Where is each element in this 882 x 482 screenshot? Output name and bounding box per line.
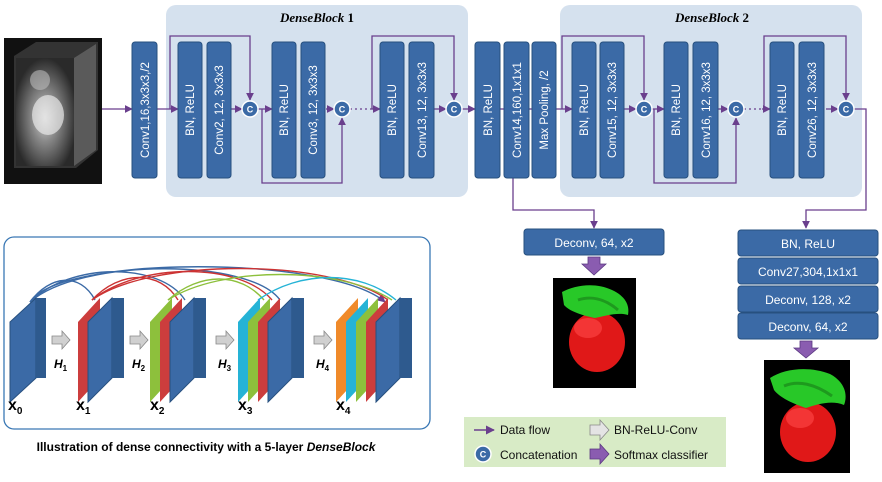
h1-arrow [51,329,71,351]
label-bn-relu-4: BN, ReLU [483,84,495,136]
concat-node-1 [241,100,259,118]
layer-conv14 [503,41,530,179]
legend-softmax-icon [589,442,610,466]
concat-label-2: C [339,105,346,115]
branch1-deconv-box [523,228,665,256]
h3-label: H3 [218,357,232,373]
dense-block-2-title: DenseBlock 2 [674,10,749,25]
branch1-deconv-label: Deconv, 64, x2 [554,236,633,250]
dense-block-1-title: DenseBlock 1 [279,10,354,25]
label-conv1: Conv1,16,3x3x3,/2 [140,62,152,158]
label-bn-relu-7: BN, ReLU [777,84,789,136]
branch2-deconv2-box [737,312,879,340]
layer-bn-relu-3 [379,41,405,179]
concat-label-5: C [733,105,740,115]
layer-conv16 [692,41,719,179]
label-conv26: Conv26, 12, 3x3x3 [807,62,819,158]
x4-label: x4 [336,397,351,417]
layer-conv3 [300,41,326,179]
legend-data-flow-label: Data flow [500,423,550,437]
feature-map-x2 [150,296,206,404]
h3-arrow [215,329,235,351]
softmax-arrow-1 [580,256,608,276]
layer-conv15 [599,41,625,179]
legend-softmax-label: Softmax classifier [614,448,708,462]
layer-conv13 [408,41,435,179]
concat-node-6 [837,100,855,118]
x2-label: x2 [150,397,165,417]
layer-conv1 [131,41,158,179]
concat-node-4 [635,100,653,118]
branch2-conv27-box [737,257,879,285]
branch2-deconv2-label: Deconv, 64, x2 [768,320,847,334]
layer-max-pool [531,41,557,179]
branch2-bn-relu-box [737,229,879,257]
legend-bn-relu-conv-label: BN-ReLU-Conv [614,423,697,437]
label-conv16: Conv16, 12, 3x3x3 [701,62,713,158]
layer-bn-relu-6 [663,41,689,179]
layer-bn-relu-4 [474,41,501,179]
legend-bn-relu-conv-icon [589,418,610,442]
h2-arrow [129,329,149,351]
x0-label: x0 [8,397,23,417]
feature-map-x0 [9,296,46,404]
x3-label: x3 [238,397,253,417]
feature-map-x1 [78,296,124,404]
h2-label: H2 [132,357,146,373]
label-bn-relu-3: BN, ReLU [387,84,399,136]
input-mri-volume [4,38,102,184]
branch2-conv27-label: Conv27,304,1x1x1 [758,265,858,279]
feature-map-x4 [336,296,412,404]
concat-label-3: C [451,105,458,115]
layer-conv2 [206,41,232,179]
h4-label: H4 [316,357,330,373]
layer-bn-relu-1 [177,41,203,179]
branch2-deconv1-box [737,285,879,313]
branch2-bn-relu-label: BN, ReLU [781,237,835,251]
illustration-caption: Illustration of dense connectivity with … [37,440,377,454]
layer-bn-relu-2 [271,41,297,179]
h4-arrow [313,329,333,351]
label-conv2: Conv2, 12, 3x3x3 [214,65,226,155]
output-segmentation-1 [553,278,636,388]
label-bn-relu-6: BN, ReLU [671,84,683,136]
concat-label-1: C [247,105,254,115]
label-conv14: Conv14,160,1x1x1 [512,62,524,158]
concat-label-6: C [843,105,850,115]
legend-concat-icon-label: C [480,450,487,460]
label-conv13: Conv13, 12, 3x3x3 [417,62,429,158]
label-conv15: Conv15, 12, 3x3x3 [607,62,619,158]
legend-concatenation-label: Concatenation [500,448,577,462]
output-segmentation-2 [764,360,850,473]
label-bn-relu-2: BN, ReLU [279,84,291,136]
h1-label: H1 [54,357,68,373]
label-bn-relu-5: BN, ReLU [579,84,591,136]
x1-label: x1 [76,397,91,417]
concat-node-3 [445,100,463,118]
legend-concat-icon [474,445,492,463]
label-conv3: Conv3, 12, 3x3x3 [308,65,320,155]
layer-bn-relu-7 [769,41,795,179]
concat-label-4: C [641,105,648,115]
layer-bn-relu-5 [571,41,597,179]
feature-map-x3 [238,296,304,404]
branch2-deconv1-label: Deconv, 128, x2 [765,293,851,307]
label-max-pool: Max Pooling, /2 [539,70,551,149]
label-bn-relu-1: BN, ReLU [185,84,197,136]
softmax-arrow-2 [792,340,820,359]
layer-conv26 [798,41,825,179]
concat-node-2 [333,100,351,118]
concat-node-5 [727,100,745,118]
